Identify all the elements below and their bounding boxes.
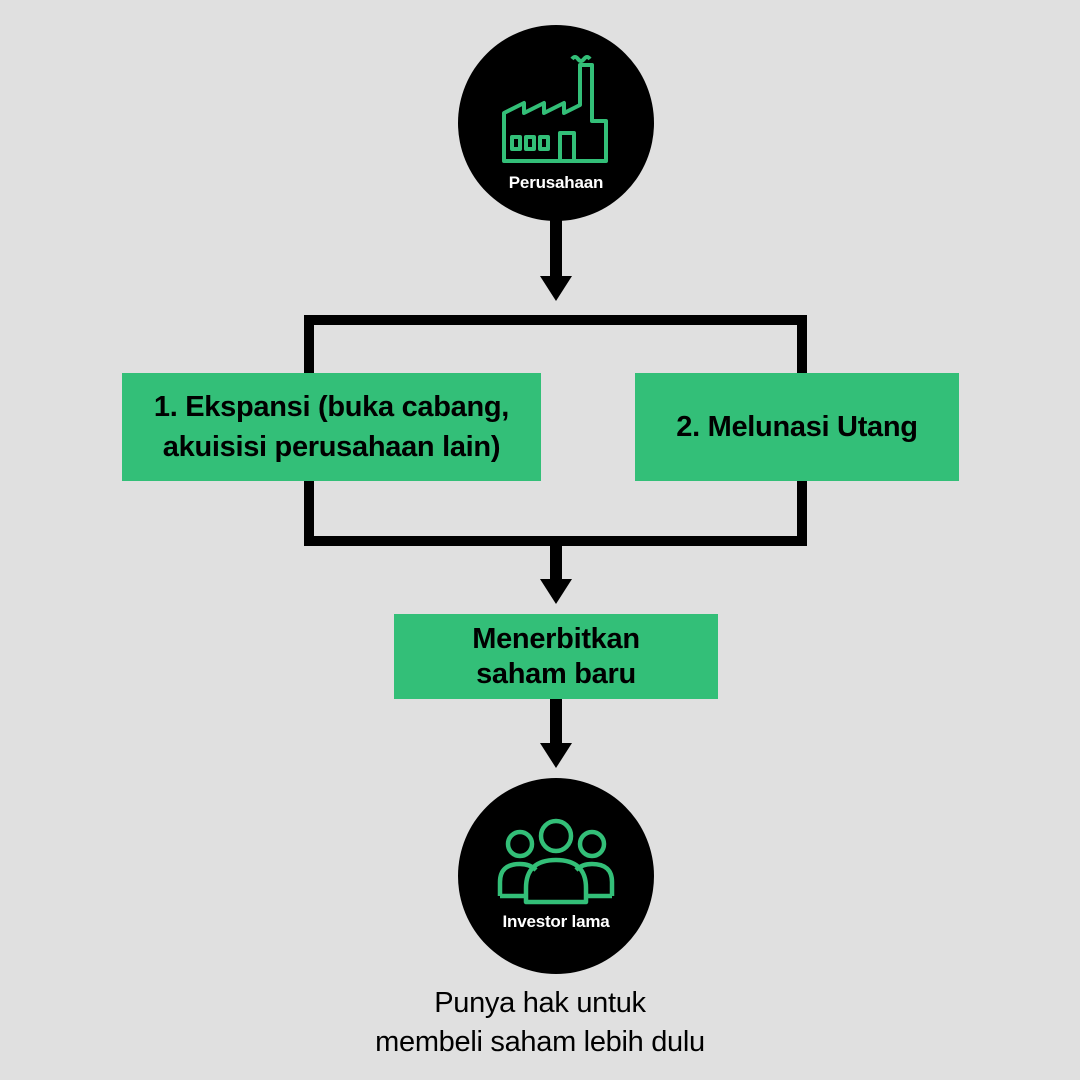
- issue-shares-line-1: Menerbitkan: [472, 622, 640, 655]
- arrow-2-shaft: [550, 541, 562, 581]
- factory-icon: [502, 55, 608, 163]
- caption-line-2: membeli saham lebih dulu: [375, 1026, 705, 1058]
- issue-shares-box: Menerbitkan saham baru: [394, 614, 718, 699]
- option-expansion-line-1: 1. Ekspansi (buka cabang,: [153, 391, 510, 423]
- option-repay-debt-box: 2. Melunasi Utang: [635, 373, 959, 481]
- people-group-icon: [497, 818, 615, 905]
- investor-node: Investor lama: [458, 778, 654, 974]
- arrow-1-shaft: [550, 220, 562, 278]
- option-expansion-line-2: akuisisi perusahaan lain): [162, 431, 501, 463]
- company-label: Perusahaan: [508, 173, 604, 192]
- caption: Punya hak untuk membeli saham lebih dulu: [0, 984, 1080, 1062]
- caption-line-1: Punya hak untuk: [434, 987, 646, 1019]
- arrow-3-shaft: [550, 699, 562, 745]
- option-expansion-box: 1. Ekspansi (buka cabang, akuisisi perus…: [122, 373, 541, 481]
- arrow-1-head: [540, 276, 572, 301]
- company-node: Perusahaan: [458, 25, 654, 221]
- option-repay-debt-label: 2. Melunasi Utang: [676, 410, 918, 443]
- issue-shares-line-2: saham baru: [476, 657, 636, 690]
- investor-label: Investor lama: [502, 912, 610, 931]
- arrow-3-head: [540, 743, 572, 768]
- arrow-2-head: [540, 579, 572, 604]
